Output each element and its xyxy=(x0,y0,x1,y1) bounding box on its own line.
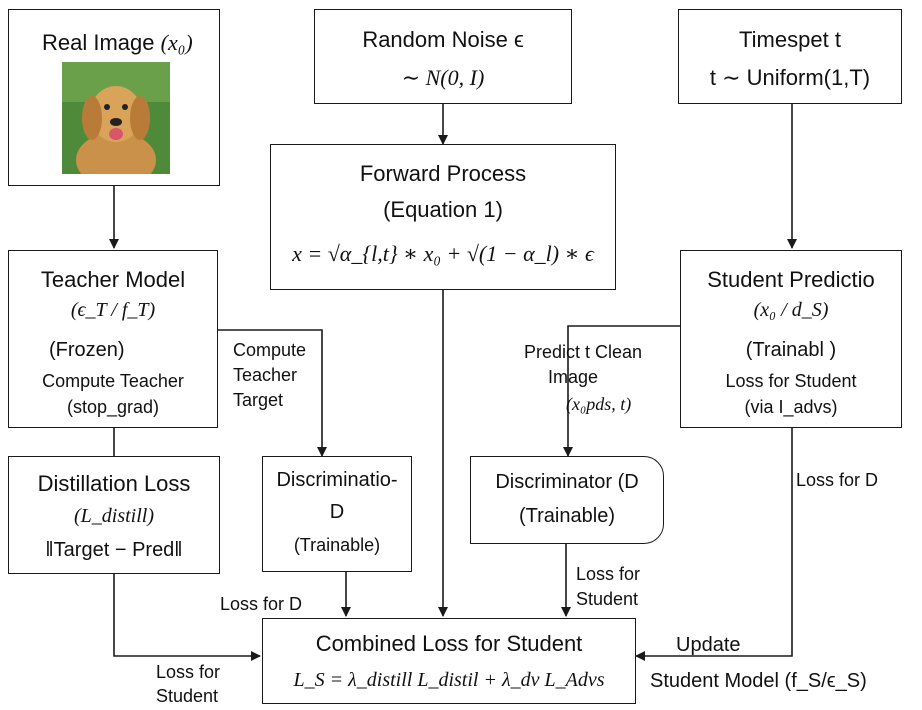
arrow-student-update xyxy=(635,428,793,661)
label-loss-for-student-bottom-2: Student xyxy=(156,686,219,706)
distillation-loss-norm: ‖Target − Pred‖ xyxy=(45,539,183,561)
discriminator-left-line3: (Trainable) xyxy=(293,535,381,555)
label-loss-for-d-right: Loss for D xyxy=(796,470,879,490)
forward-process-title: Forward Process xyxy=(359,161,527,186)
label-loss-for-student-mid-2: Student xyxy=(576,589,639,609)
student-prediction-box: Student Predictio (x₀ / d_S) (Trainabl )… xyxy=(680,250,902,428)
teacher-model-line2: (stop_grad) xyxy=(66,397,160,417)
label-compute-teacher-target-1: Compute xyxy=(233,340,307,360)
distillation-loss-box: Distillation Loss (L_distill) ‖Target − … xyxy=(8,456,220,574)
teacher-model-frozen: (Frozen) xyxy=(49,339,125,361)
student-prediction-symbol: (x₀ / d_S) xyxy=(753,299,829,321)
timestep-title: Timespet t xyxy=(739,27,841,52)
student-prediction-trainable: (Trainabl ) xyxy=(745,339,837,361)
arrow-student-to-disc-right xyxy=(563,325,680,457)
label-compute-teacher-target-3: Target xyxy=(233,390,284,410)
arrow-teacher-to-disc-left xyxy=(218,329,327,457)
timestep-dist: t ∼ Uniform(1,T) xyxy=(709,65,871,90)
discriminator-right-line2: (Trainable) xyxy=(519,505,615,527)
real-image-symbol: (x₀) xyxy=(160,30,193,55)
label-student-model: Student Model (f_S/ϵ_S) xyxy=(650,670,867,692)
arrow-distill-to-combined xyxy=(113,574,261,661)
random-noise-box: Random Noise ϵ ∼ N(0, I) xyxy=(314,9,572,104)
timestep-box: Timespet t t ∼ Uniform(1,T) xyxy=(678,9,902,104)
discriminator-right-line1: Discriminator (D xyxy=(495,471,639,493)
distillation-loss-title: Distillation Loss xyxy=(37,471,191,496)
discriminator-left-line2: D xyxy=(329,501,345,523)
random-noise-title: Random Noise ϵ xyxy=(362,27,524,52)
teacher-model-title: Teacher Model xyxy=(40,267,186,292)
dog-photo-icon xyxy=(62,62,170,174)
label-predict-clean-1: Predict t Clean xyxy=(524,342,643,362)
forward-process-subtitle: (Equation 1) xyxy=(383,197,503,222)
discriminator-left-line1: Discriminatio- xyxy=(276,469,398,491)
forward-process-box: Forward Process (Equation 1) x = √α_{l,t… xyxy=(270,144,616,290)
combined-loss-box: Combined Loss for Student L_S = λ_distil… xyxy=(262,618,636,704)
student-prediction-line2: (via I_advs) xyxy=(744,397,838,417)
teacher-model-box: Teacher Model (ϵ_T / f_T) (Frozen) Compu… xyxy=(8,250,218,428)
label-update: Update xyxy=(676,634,741,656)
label-loss-for-d-left: Loss for D xyxy=(220,594,303,614)
label-compute-teacher-target-2: Teacher xyxy=(233,365,298,385)
label-predict-clean-3: (x₀pds, t) xyxy=(566,394,632,414)
combined-loss-title: Combined Loss for Student xyxy=(315,631,583,656)
student-prediction-title: Student Predictio xyxy=(707,267,875,292)
real-image-label: Real Image xyxy=(42,30,155,55)
real-image-thumbnail xyxy=(62,62,170,174)
label-loss-for-student-bottom-1: Loss for xyxy=(156,662,221,682)
combined-loss-equation: L_S = λ_distill L_distil + λ_dv L_Advs xyxy=(293,669,605,691)
real-image-title: Real Image (x₀) xyxy=(42,30,193,55)
forward-process-equation: x = √α_{l,t} ∗ x₀ + √(1 − α_l) ∗ ϵ xyxy=(292,241,594,266)
random-noise-dist: ∼ N(0, I) xyxy=(401,65,485,90)
label-predict-clean-2: Image xyxy=(548,367,599,387)
discriminator-right-box: Discriminator (D (Trainable) xyxy=(470,456,664,544)
label-loss-for-student-mid-1: Loss for xyxy=(576,564,641,584)
teacher-model-symbol: (ϵ_T / f_T) xyxy=(70,299,156,321)
distillation-loss-symbol: (L_distill) xyxy=(73,505,154,527)
student-prediction-line1: Loss for Student xyxy=(725,371,857,391)
discriminator-left-box: Discriminatio- D (Trainable) xyxy=(262,456,412,572)
teacher-model-line1: Compute Teacher xyxy=(42,371,184,391)
